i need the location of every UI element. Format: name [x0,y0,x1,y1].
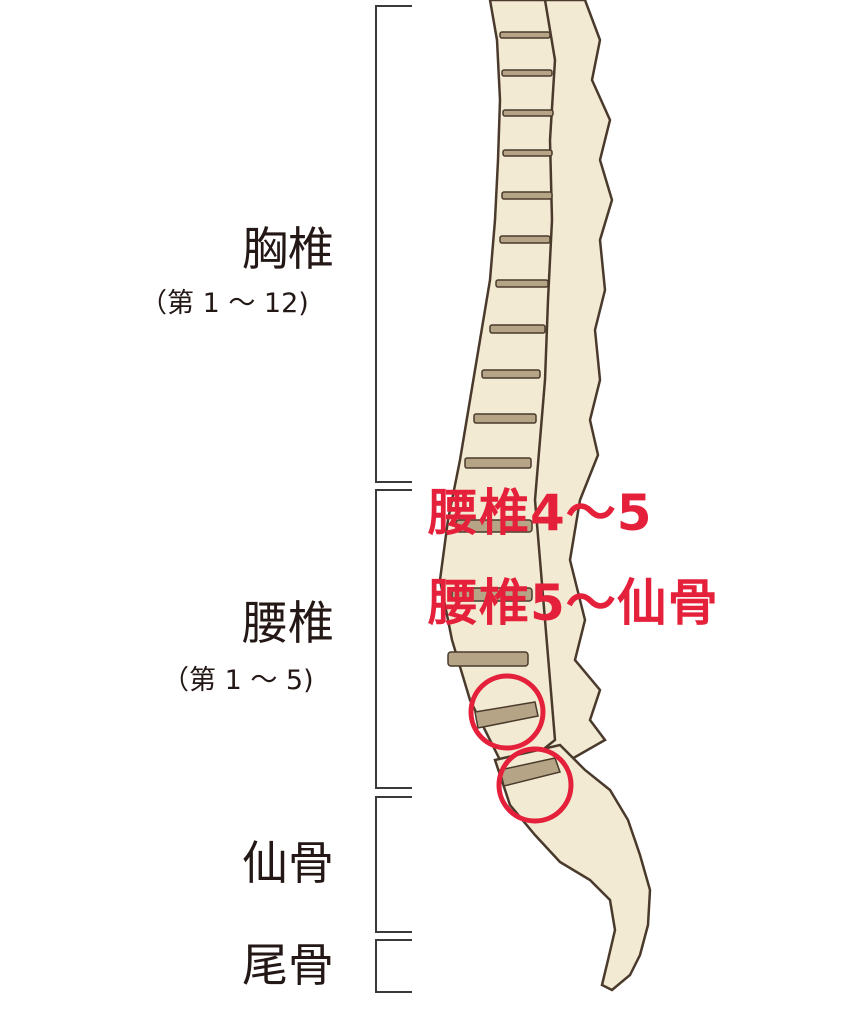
sacrum-bracket [375,796,412,933]
disc [447,651,529,667]
disc [499,235,551,244]
disc [451,587,533,602]
l4-l5-annotation: 腰椎4～5 [428,484,653,542]
disc [464,457,532,469]
disc [495,279,549,288]
disc [481,369,541,379]
l4-l5-highlight-circle [468,673,546,751]
disc [499,757,561,787]
sacrum-coccyx [493,743,652,992]
lumbar-label: 腰椎 [242,596,334,650]
disc [455,519,533,533]
thoracic-bracket [375,5,412,483]
highlight-circles [468,673,574,824]
coccyx-bracket [375,939,412,993]
disc [501,191,553,200]
l5-s1-highlight-circle [496,746,574,824]
region-brackets [375,5,412,993]
disc [502,109,554,117]
disc [499,31,551,39]
spine-column [438,0,652,992]
disc [501,69,553,77]
thoracic-label: 胸椎 [242,222,334,276]
coccyx-label: 尾骨 [242,938,334,992]
intervertebral-discs [447,31,561,787]
thoracic-range: （第 1 ～ 12) [140,288,309,319]
lumbar-bracket [375,489,412,789]
disc [474,701,539,729]
sacrum-label: 仙骨 [242,836,334,890]
disc [489,324,546,334]
l5-s1-annotation: 腰椎5～仙骨 [428,574,719,632]
disc [473,413,537,424]
disc [502,149,553,157]
lumbar-range: （第 1 ～ 5) [162,665,314,696]
